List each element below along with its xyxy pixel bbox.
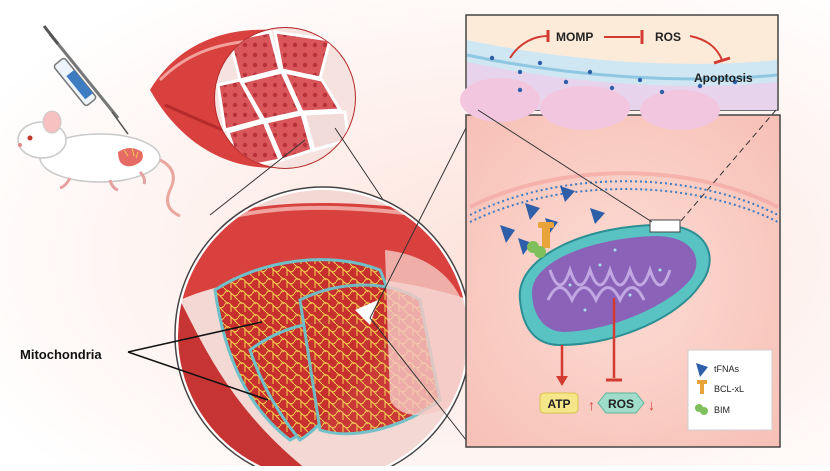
momp-label: MOMP [556,30,593,44]
pointer-line-1 [127,321,263,353]
legend-bim: BIM [714,405,730,415]
legend-bclxl: BCL-xL [714,384,744,394]
membrane-zoom-box [649,219,681,233]
muscle-fiber-bundle [150,27,356,169]
cell-panel: ATP ↑ ROS ↓ tFNAs BCL-xL BIM [465,114,781,448]
tfna-legend-icon [696,363,708,377]
svg-text:ROS: ROS [608,397,634,411]
legend-tfnas: tFNAs [714,364,740,374]
ros-badge: ROS ↓ [597,392,655,414]
pointer-line-2 [127,351,269,401]
mitochondrion [518,223,711,347]
mitochondria-label: Mitochondria [20,347,102,362]
bclxl-legend-icon [700,382,704,394]
atp-badge: ATP ↑ [539,392,595,414]
ros-top-label: ROS [655,30,681,44]
legend: tFNAs BCL-xL BIM [687,349,773,431]
zoom-line-left [209,139,306,216]
apoptosis-label: Apoptosis [694,71,753,85]
bclxl-protein [538,222,554,248]
membrane-inset: MOMP ROS Apoptosis [460,14,779,130]
mouse-illustration [17,110,181,218]
up-arrow-icon: ↑ [588,397,595,413]
inset-zoom-line-right [679,109,777,223]
bim-protein [527,241,546,258]
zoom-line-panel-top [369,119,471,319]
svg-text:ATP: ATP [547,397,570,411]
syringe [42,25,129,135]
zoom-line-panel-bottom [369,317,471,446]
down-arrow-icon: ↓ [648,397,655,413]
inset-zoom-line-left [477,109,653,223]
tfna-particles [500,186,605,255]
